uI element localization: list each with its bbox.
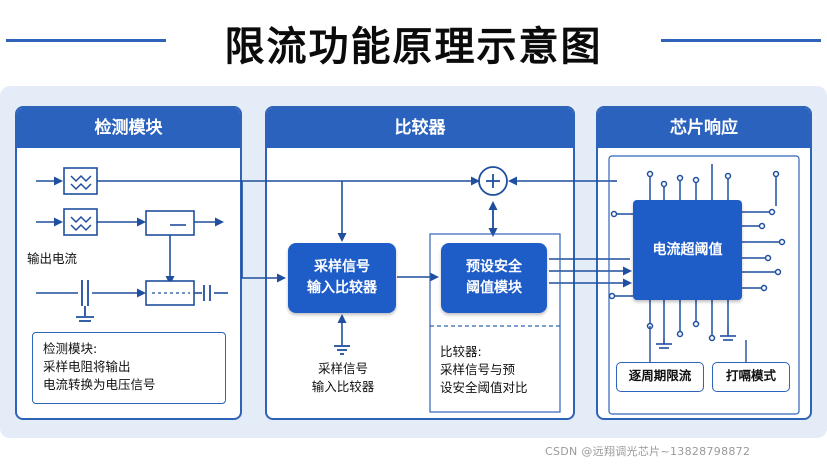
compare-note-title: 比较器: [440, 344, 482, 359]
panel-chip-header: 芯片响应 [598, 108, 810, 148]
preset-box-line2: 阈值模块 [466, 280, 522, 296]
chip-threshold-box: 电流超阈值 [633, 200, 742, 300]
watermark-text: CSDN @远翔调光芯片~13828798872 [545, 445, 751, 458]
compare-bottom-line1: 采样信号 [317, 361, 368, 376]
mode-cycle-limit: 逐周期限流 [616, 362, 704, 392]
detect-note-title: 检测模块: [43, 341, 98, 356]
panel-compare-header: 比较器 [267, 108, 573, 148]
page-title: 限流功能原理示意图 [224, 24, 603, 70]
title-rule-left [6, 39, 166, 42]
sampling-input-box: 采样信号 输入比较器 [288, 243, 396, 313]
mode-hiccup: 打嗝模式 [712, 362, 790, 392]
detect-note-line2: 电流转换为电压信号 [43, 377, 156, 392]
panel-detect-header: 检测模块 [17, 108, 240, 148]
compare-bottom-label: 采样信号 输入比较器 [298, 360, 388, 396]
compare-note-line2: 设安全阈值对比 [440, 380, 528, 395]
title-rule-right [661, 39, 821, 42]
compare-bottom-line2: 输入比较器 [311, 379, 375, 394]
detect-note: 检测模块: 采样电阻将输出 电流转换为电压信号 [32, 332, 226, 404]
preset-threshold-box: 预设安全 阈值模块 [441, 243, 547, 313]
output-current-label: 输出电流 [26, 251, 77, 266]
sampling-box-line2: 输入比较器 [307, 280, 377, 296]
compare-note-line1: 采样信号与预 [440, 362, 516, 377]
compare-note: 比较器: 采样信号与预 设安全阈值对比 [440, 343, 552, 397]
preset-box-line1: 预设安全 [466, 259, 522, 275]
sampling-box-line1: 采样信号 [314, 259, 370, 275]
detect-note-line1: 采样电阻将输出 [43, 359, 131, 374]
